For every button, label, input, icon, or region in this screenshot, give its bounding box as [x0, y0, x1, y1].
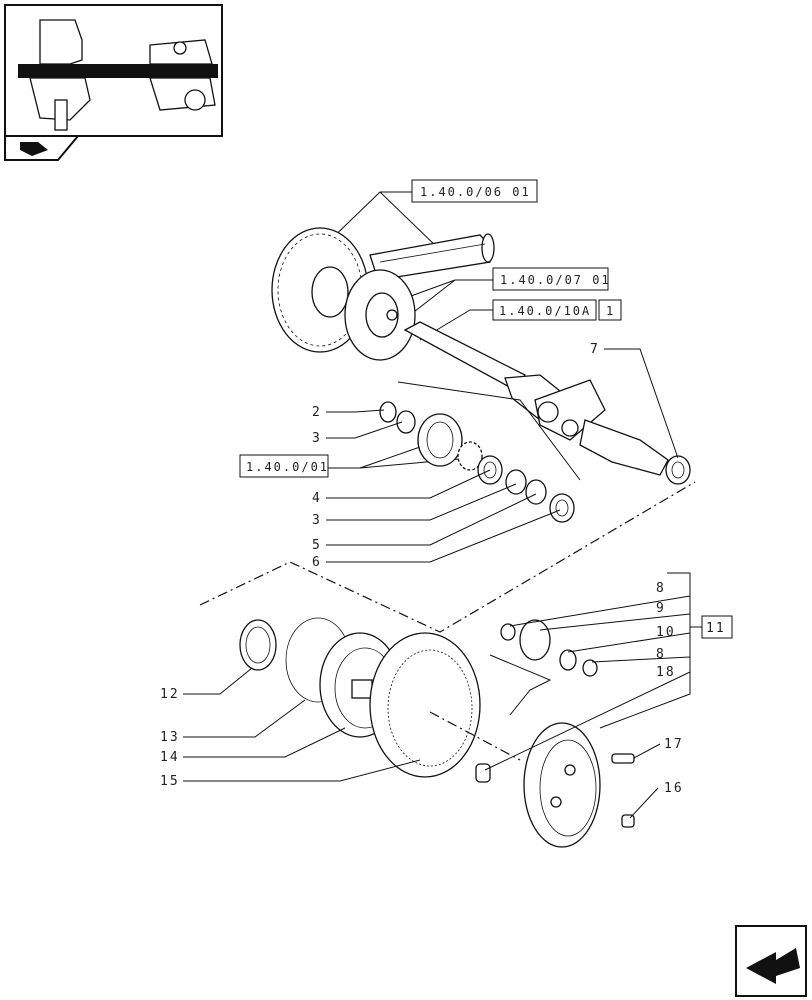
bearing-bracket: [397, 381, 581, 481]
crown-wheel[interactable]: [271, 227, 369, 353]
callout-14[interactable]: 14: [160, 750, 180, 765]
next-page-arrow-icon[interactable]: [735, 925, 807, 997]
callout-18[interactable]: 18: [656, 665, 676, 680]
callout-3a[interactable]: 3: [312, 431, 322, 446]
sun-gear-12[interactable]: [239, 619, 277, 671]
callout-17[interactable]: 17: [664, 737, 684, 752]
callout-15[interactable]: 15: [160, 774, 180, 789]
callout-2[interactable]: 2: [312, 405, 322, 420]
ref-box-carrier[interactable]: 1.40.0/07 01: [492, 267, 611, 291]
callout-6[interactable]: 6: [312, 555, 322, 570]
shaft-ring[interactable]: [665, 455, 691, 485]
bolt-16[interactable]: [621, 814, 635, 828]
planet-cover[interactable]: [523, 722, 601, 848]
svg-text:11: 11: [706, 621, 726, 636]
axle-thumbnail[interactable]: [4, 4, 223, 137]
callout-4[interactable]: 4: [312, 491, 322, 506]
callout-16[interactable]: 16: [664, 781, 684, 796]
callout-9[interactable]: 9: [656, 601, 666, 616]
planet-gear-kit[interactable]: [500, 619, 598, 677]
ring-gear-15[interactable]: [369, 632, 481, 778]
ref-box-bearing[interactable]: 1.40.0/01: [239, 454, 329, 478]
callout-12[interactable]: 12: [160, 687, 180, 702]
bearing-parts[interactable]: [379, 401, 575, 523]
half-shaft[interactable]: [403, 321, 669, 476]
callout-7[interactable]: 7: [590, 342, 600, 357]
axis-line: [429, 711, 521, 761]
ref-box-shaft[interactable]: 1.40.0/10A 1: [492, 299, 622, 321]
callout-5[interactable]: 5: [312, 538, 322, 553]
callout-8b[interactable]: 8: [656, 647, 666, 662]
callout-8a[interactable]: 8: [656, 581, 666, 596]
svg-text:1.40.0/06 01: 1.40.0/06 01: [420, 185, 531, 199]
callout-10[interactable]: 10: [656, 625, 676, 640]
differential-carrier[interactable]: [344, 269, 416, 361]
kit-bracket: [489, 654, 552, 716]
pin-18[interactable]: [475, 763, 491, 783]
callout-3b[interactable]: 3: [312, 513, 322, 528]
ref-box-differential[interactable]: 1.40.0/06 01: [411, 179, 538, 203]
group-boundary: [199, 481, 696, 633]
svg-text:1.40.0/07 01: 1.40.0/07 01: [500, 273, 611, 287]
callout-leaders: [183, 348, 691, 819]
book-icon[interactable]: [4, 135, 81, 161]
svg-text:1: 1: [606, 304, 615, 318]
svg-text:1.40.0/01: 1.40.0/01: [246, 460, 329, 474]
bolt-17[interactable]: [611, 753, 635, 764]
callout-13[interactable]: 13: [160, 730, 180, 745]
svg-text:1.40.0/10A: 1.40.0/10A: [499, 304, 591, 318]
callout-11-box[interactable]: 11: [701, 615, 733, 639]
